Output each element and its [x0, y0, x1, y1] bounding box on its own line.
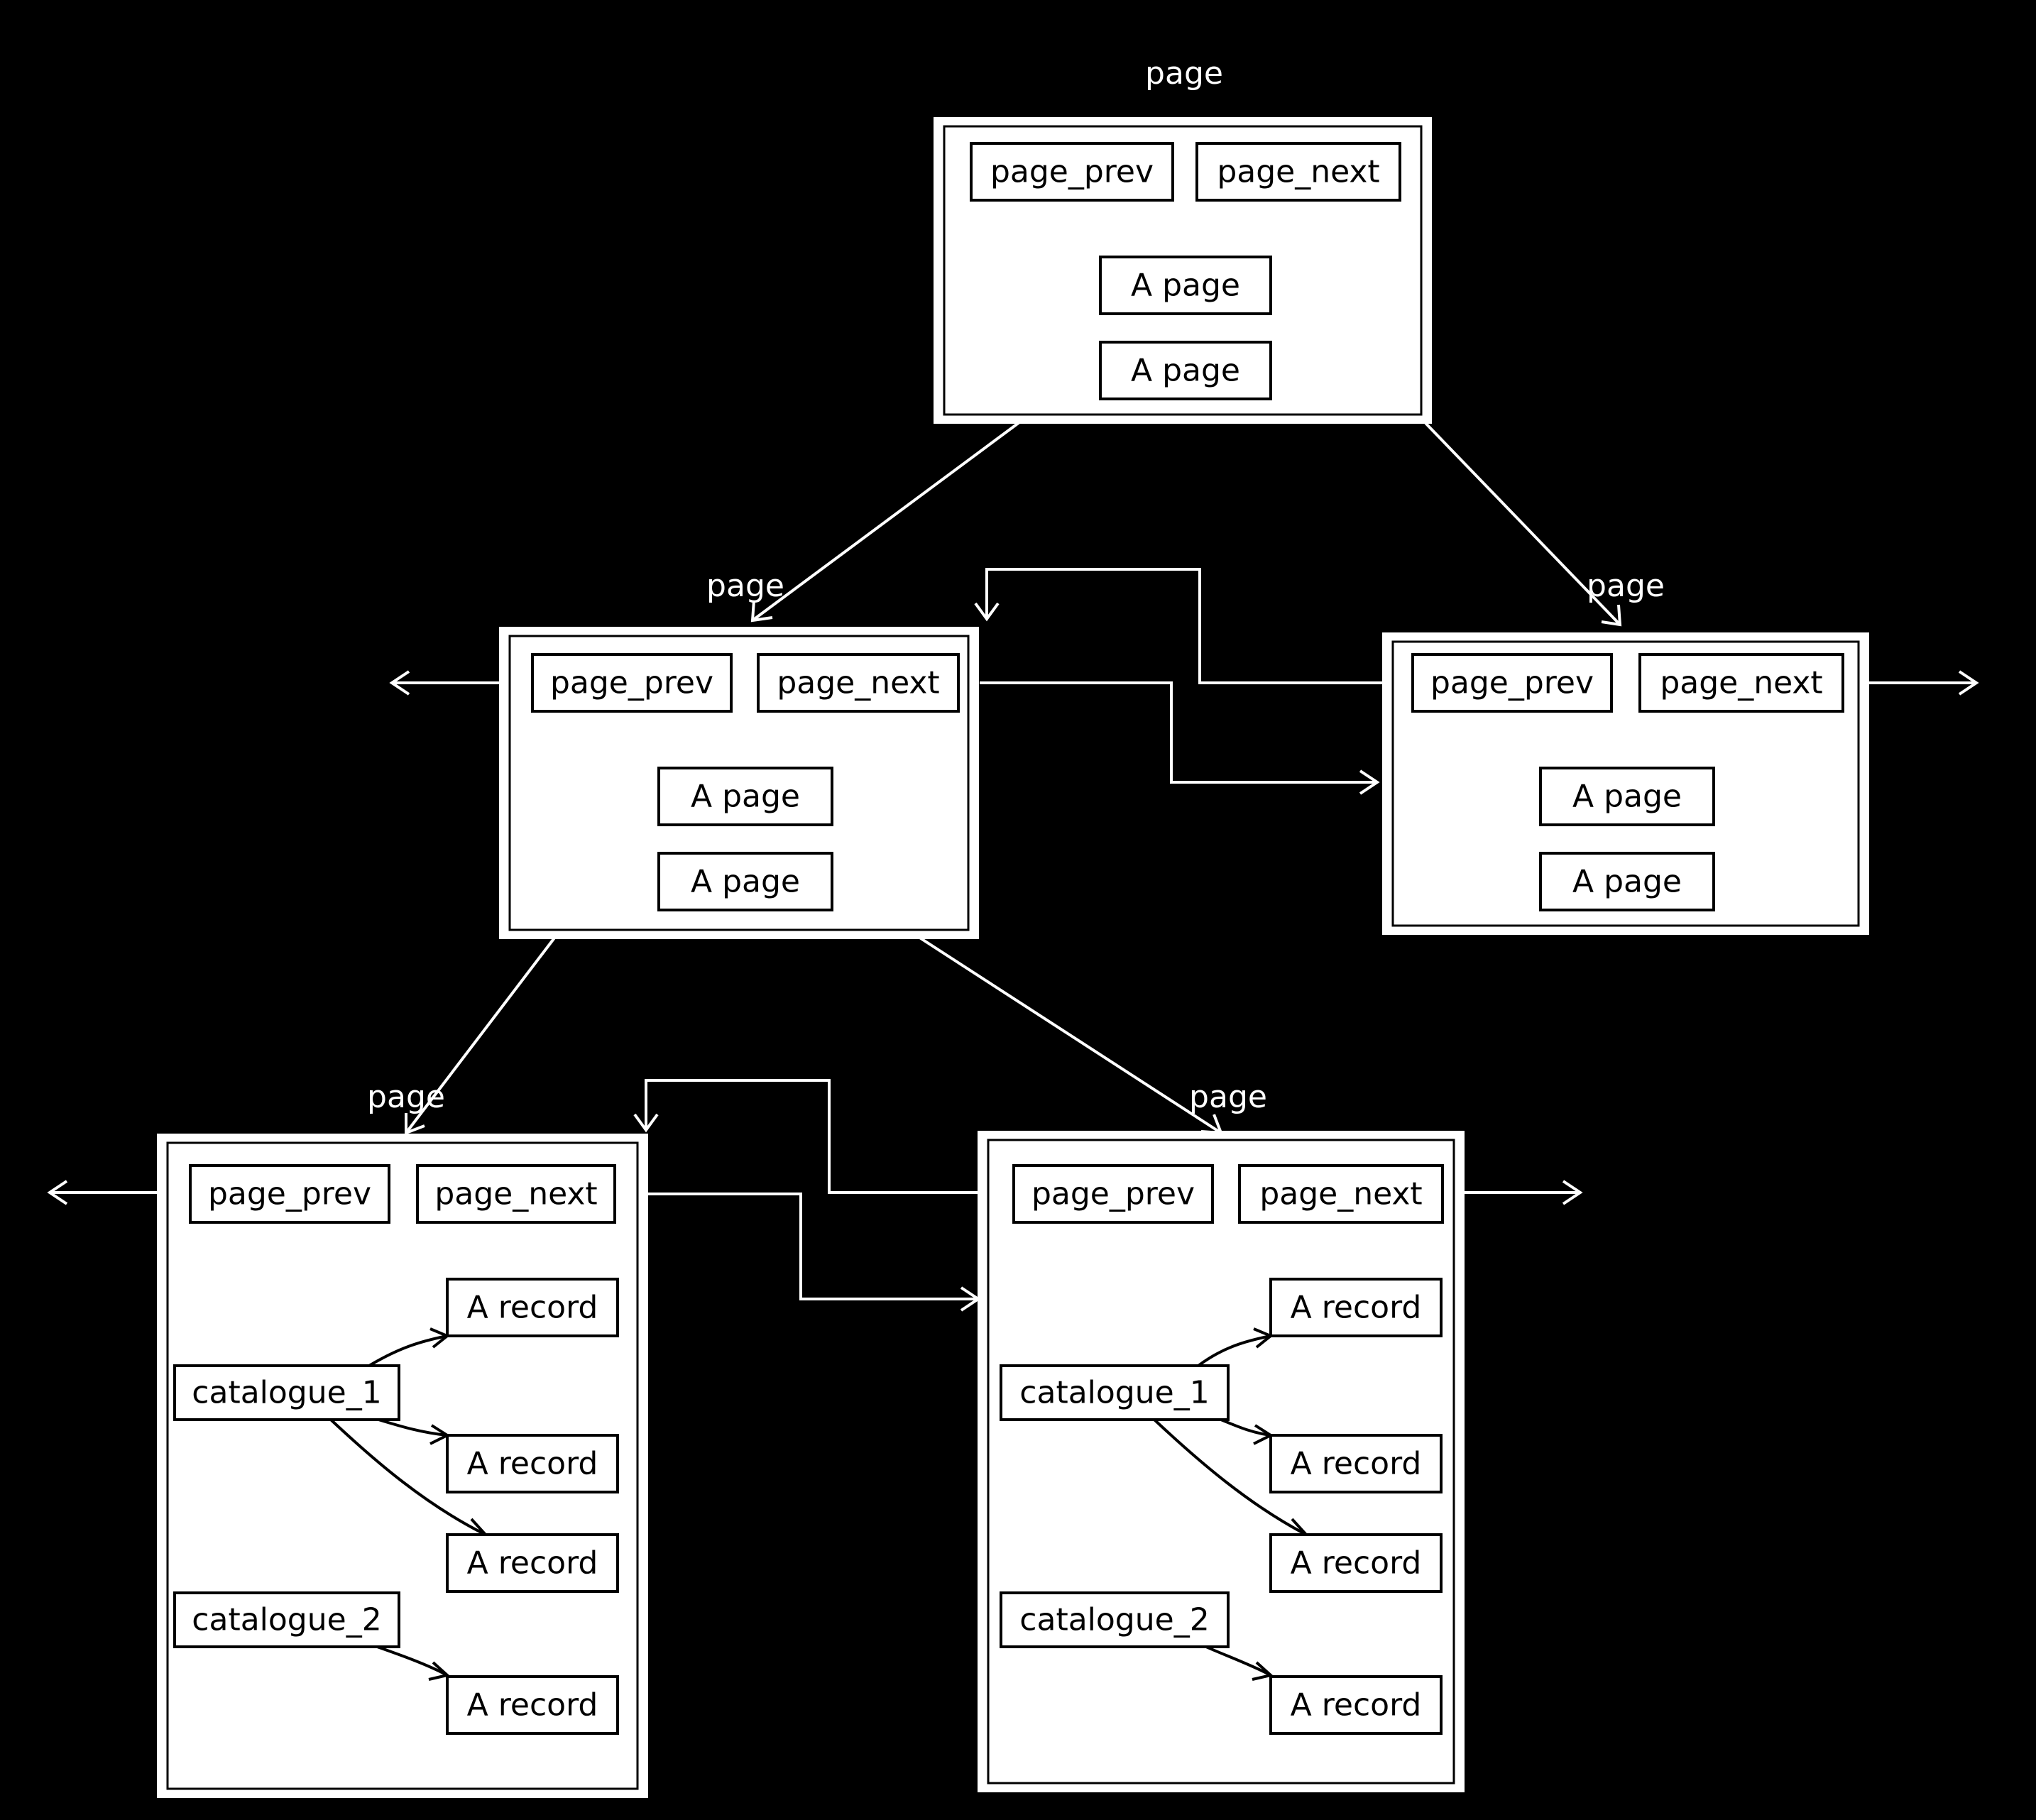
edge-internal-left-to-leaf-right	[917, 936, 1222, 1134]
record	[1269, 1675, 1443, 1735]
record	[1269, 1278, 1443, 1337]
arrowhead-icon	[1958, 670, 1979, 696]
record	[1269, 1533, 1443, 1593]
page-box-outline	[943, 125, 1423, 416]
arrowhead-icon	[633, 1113, 659, 1133]
arrowhead-icon	[750, 600, 773, 623]
page-entry-label: A page	[1572, 779, 1682, 815]
page-next-label: page_next	[434, 1176, 597, 1212]
page-next-label: page_next	[1259, 1176, 1422, 1212]
catalogue-1-label: catalogue_1	[1019, 1375, 1209, 1411]
edge-root-to-internal-right	[1424, 422, 1621, 626]
record	[446, 1434, 619, 1493]
page-next-label: page_next	[1217, 154, 1379, 190]
page-next-field	[757, 653, 960, 713]
arrowhead-icon	[1562, 1180, 1583, 1205]
record-label: A record	[1291, 1290, 1422, 1326]
leaf-page-left: page page_prev page_next A record catalo…	[157, 1079, 648, 1798]
page-prev-label: page_prev	[1031, 1176, 1195, 1212]
pointer-catalogue-1-record-1	[1197, 1334, 1271, 1367]
page-next-label: page_next	[1660, 665, 1822, 701]
arrowhead-icon	[389, 670, 410, 696]
page-label: page	[1587, 568, 1665, 604]
page-prev-field	[1411, 653, 1613, 713]
record-label: A record	[1291, 1446, 1422, 1482]
page-entry	[657, 852, 833, 911]
page-prev-field	[970, 142, 1174, 202]
page-label: page	[367, 1079, 445, 1115]
page-entry	[1539, 767, 1715, 826]
page-entry	[1539, 852, 1715, 911]
page-prev-field	[1012, 1164, 1214, 1224]
page-prev-label: page_prev	[550, 665, 713, 701]
page-next-field	[1238, 1164, 1444, 1224]
page-entry-label: A page	[691, 779, 800, 815]
page-entry	[657, 767, 833, 826]
page-entry-label: A page	[691, 864, 800, 900]
page-prev-label: page_prev	[208, 1176, 371, 1212]
page-next-field	[1195, 142, 1401, 202]
edge-root-to-internal-left	[751, 419, 1024, 622]
edge-leaf-prev-link	[645, 1079, 991, 1194]
page-box-outline	[508, 635, 970, 931]
record	[1269, 1434, 1443, 1493]
leaf-page-right: page page_prev page_next A record catalo…	[978, 1079, 1465, 1792]
record-label: A record	[467, 1290, 598, 1326]
record-label: A record	[467, 1545, 598, 1581]
internal-page-left: page page_prev page_next A page A page	[499, 568, 979, 939]
edge-internal-left-to-leaf-left	[405, 936, 557, 1134]
page-prev-label: page_prev	[990, 154, 1154, 190]
record-label: A record	[467, 1687, 598, 1723]
catalogue-1	[173, 1364, 400, 1421]
arrowhead-icon	[47, 1180, 68, 1205]
record	[446, 1675, 619, 1735]
record-label: A record	[1291, 1545, 1422, 1581]
page-label: page	[1189, 1079, 1267, 1115]
page-prev-label: page_prev	[1430, 665, 1594, 701]
catalogue-2-label: catalogue_2	[192, 1602, 381, 1638]
root-page: page page_prev page_next A page A page	[934, 55, 1432, 424]
catalogue-2-label: catalogue_2	[1019, 1602, 1209, 1638]
page-prev-field	[531, 653, 733, 713]
edge-internal-next-link	[980, 681, 1377, 784]
record-label: A record	[467, 1446, 598, 1482]
pointer-catalogue-1-record-3	[329, 1418, 486, 1536]
pointer-catalogue-1-record-3	[1153, 1418, 1307, 1536]
arrowhead-icon	[1359, 769, 1380, 795]
page-box-outline	[166, 1141, 639, 1790]
arrowhead-icon	[405, 1113, 425, 1135]
page-box-outline	[987, 1139, 1455, 1785]
page-label: page	[706, 568, 784, 604]
arrowhead-icon	[1601, 604, 1622, 627]
record-label: A record	[1291, 1687, 1422, 1723]
page-entry	[1099, 256, 1272, 315]
record	[446, 1533, 619, 1593]
pointer-catalogue-1-record-1	[368, 1334, 448, 1367]
edge-leaf-next-link	[645, 1193, 978, 1300]
catalogue-2	[1000, 1591, 1230, 1648]
page-next-label: page_next	[777, 665, 939, 701]
page-prev-field	[189, 1164, 390, 1224]
page-entry	[1099, 341, 1272, 400]
arrowhead-icon	[974, 602, 1000, 622]
page-next-field	[1638, 653, 1844, 713]
record	[446, 1278, 619, 1337]
catalogue-1-label: catalogue_1	[192, 1375, 381, 1411]
edges	[47, 419, 1979, 1312]
catalogue-1	[1000, 1364, 1230, 1421]
page-box-outline	[1391, 640, 1860, 927]
page-label: page	[1145, 55, 1223, 92]
internal-page-right: page page_prev page_next A page A page	[1382, 568, 1869, 935]
edge-internal-prev-link	[985, 568, 1390, 684]
page-next-field	[416, 1164, 616, 1224]
catalogue-2	[173, 1591, 400, 1648]
page-entry-label: A page	[1131, 353, 1240, 389]
page-entry-label: A page	[1572, 864, 1682, 900]
page-entry-label: A page	[1131, 268, 1240, 304]
